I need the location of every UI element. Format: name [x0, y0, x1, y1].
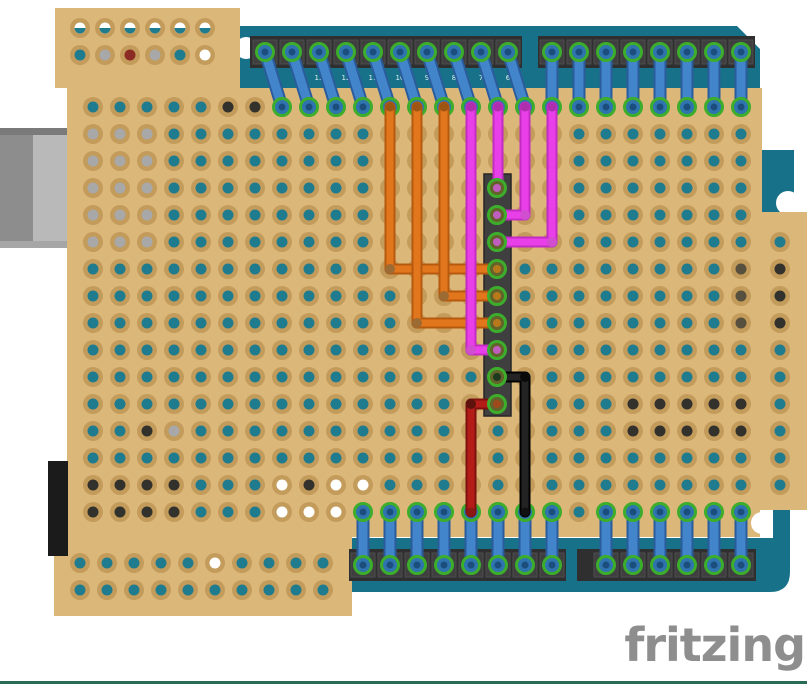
pin-strip-pads[interactable]	[487, 178, 507, 414]
wire-magenta-4[interactable]	[491, 101, 558, 248]
shield-right-tab-cut	[776, 191, 800, 215]
wire-orange-3[interactable]	[438, 101, 503, 302]
svg-text:9: 9	[425, 74, 429, 82]
usb-bottom-edge	[0, 241, 67, 248]
wire-magenta-2[interactable]	[492, 101, 504, 194]
svg-text:8: 8	[452, 74, 456, 82]
wire-orange-1[interactable]	[384, 101, 503, 275]
svg-text:10: 10	[396, 74, 405, 82]
bottom-right-header-jumpers[interactable]	[596, 502, 751, 575]
usb-left	[0, 128, 33, 248]
top-left-header-jumpers[interactable]	[255, 42, 535, 117]
svg-text:12: 12	[342, 74, 351, 82]
pin-labels: 13 12 11 10 9 8 7 6	[315, 74, 511, 82]
usb-top-edge	[0, 128, 67, 135]
fritzing-logo: fritzing	[624, 618, 806, 672]
board-overlays[interactable]	[48, 461, 773, 556]
perfboard[interactable]	[54, 8, 807, 616]
svg-text:7: 7	[479, 74, 483, 82]
perfboard-main	[54, 88, 807, 616]
footer-divider	[0, 681, 807, 684]
dc-power-jack	[48, 461, 68, 556]
svg-text:6: 6	[506, 74, 511, 82]
svg-text:11: 11	[369, 74, 378, 82]
board-notch-cut	[751, 512, 773, 534]
svg-text:13: 13	[315, 74, 324, 82]
shield-bottom-tab	[773, 502, 790, 542]
